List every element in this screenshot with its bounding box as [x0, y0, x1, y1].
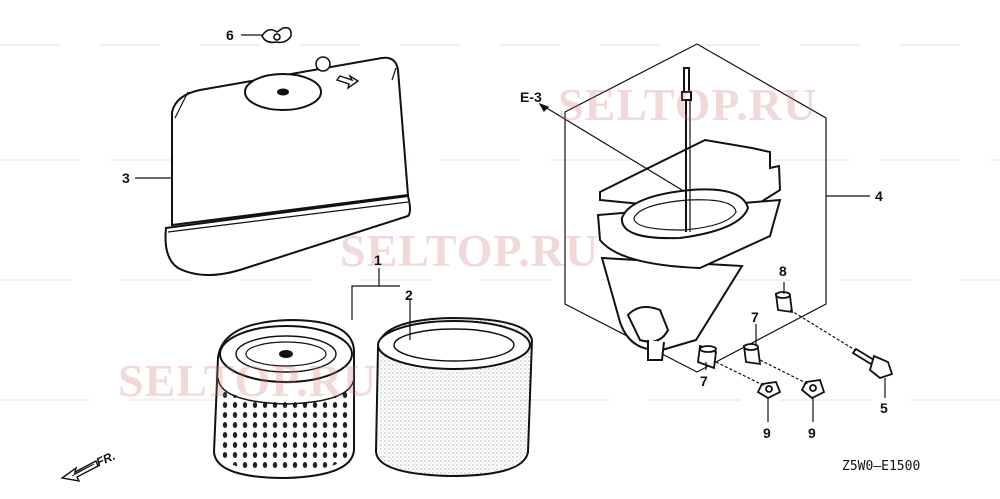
callout-4: 4: [875, 188, 883, 204]
callout-7: 7: [751, 309, 759, 325]
reference-e3: E-3: [520, 89, 542, 105]
callout-1: 1: [374, 252, 382, 268]
nut-9a: [756, 381, 782, 400]
callout-8: 8: [779, 263, 787, 279]
collar-8: [774, 291, 794, 314]
collar-7a: [742, 343, 762, 366]
wing-nut: [261, 26, 292, 44]
background-watermark-lines: [0, 44, 1000, 401]
bolt-5: [851, 347, 894, 380]
watermark: SELTOP.RU: [340, 225, 600, 276]
watermark: SELTOP.RU: [118, 355, 378, 406]
nut-9b: [800, 379, 826, 400]
front-arrow-icon: [60, 460, 99, 482]
leader-lines: [135, 34, 886, 422]
assembly-outline: [564, 43, 827, 373]
callout-7: 7: [700, 373, 708, 389]
diagram-code: Z5W0—E1500: [842, 459, 921, 474]
callout-9: 9: [763, 425, 771, 441]
collar-7b: [697, 344, 717, 370]
air-cleaner-cover: [164, 56, 411, 276]
callout-6: 6: [226, 27, 234, 43]
callout-5: 5: [880, 400, 888, 416]
watermark: SELTOP.RU: [558, 79, 818, 130]
callout-9: 9: [808, 425, 816, 441]
air-cleaner-case: [596, 67, 782, 361]
callout-2: 2: [405, 287, 413, 303]
callout-3: 3: [122, 170, 130, 186]
pre-filter-foam: [374, 316, 534, 478]
air-cleaner-element: [212, 318, 355, 480]
